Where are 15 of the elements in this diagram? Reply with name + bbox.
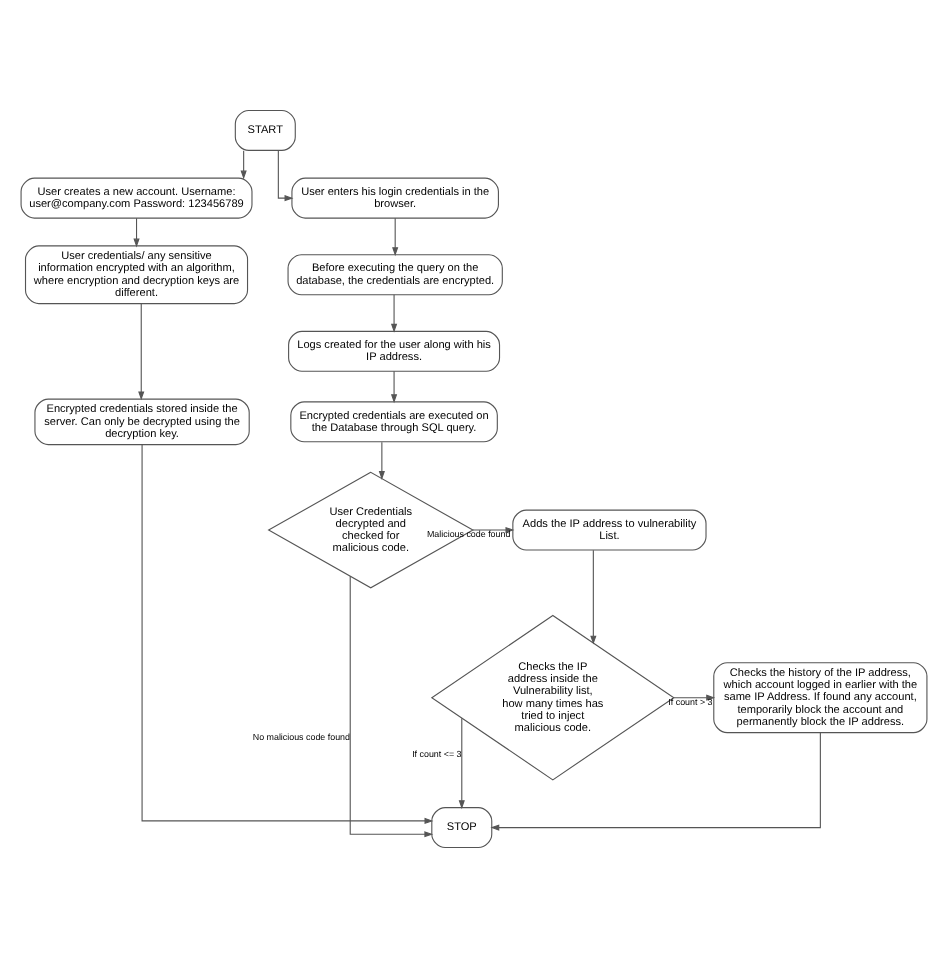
arrow	[673, 694, 716, 701]
arrow	[490, 732, 821, 831]
arrow	[458, 717, 465, 810]
arrow	[277, 150, 294, 202]
arrow	[141, 444, 434, 825]
arrow	[390, 370, 398, 404]
arrow	[472, 526, 515, 534]
arrow	[133, 217, 140, 248]
arrow	[390, 294, 398, 333]
arrow	[590, 549, 597, 645]
arrow	[138, 303, 145, 401]
arrow	[392, 217, 399, 257]
arrow	[240, 150, 247, 180]
arrow	[378, 441, 385, 480]
arrow	[349, 575, 434, 838]
